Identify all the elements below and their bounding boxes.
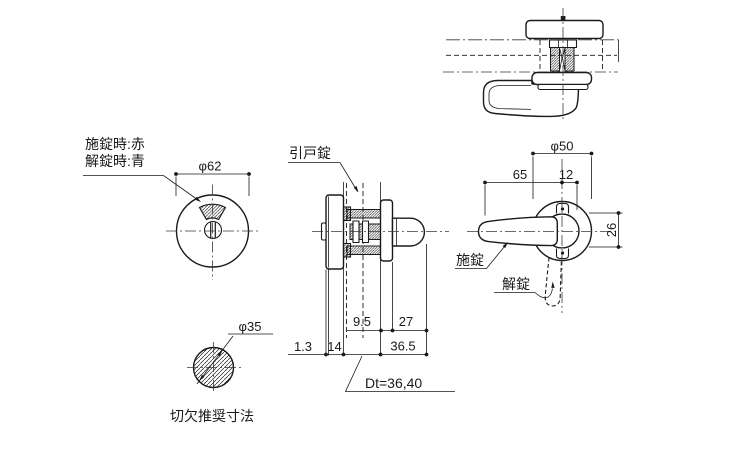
dim-12-label: 12	[559, 167, 573, 182]
screw-bottom-shaft	[346, 245, 381, 255]
unlocked-leader	[494, 288, 553, 299]
dim-1-3-label: 1.3	[294, 339, 312, 354]
note-locked-red: 施錠時:赤	[85, 136, 145, 152]
indicator-front-view: φ62 施錠時:赤 解錠時:青	[83, 136, 260, 280]
thumbturn-plate-section	[379, 199, 394, 262]
plan-view	[443, 8, 619, 120]
dim-27-label: 27	[399, 314, 413, 329]
screw-top-shaft	[346, 209, 381, 219]
spindle-taper-lines	[559, 47, 566, 72]
note-leader-line	[83, 175, 200, 202]
ext-lines-65-12	[484, 185, 578, 216]
indicator-plate-plan	[525, 19, 604, 40]
dim-9-5-label: 9.5	[353, 314, 371, 329]
cutout-view: φ35 切欠推奨寸法	[170, 319, 273, 424]
note-unlocked-blue: 解錠時:青	[85, 153, 145, 169]
emergency-turn-slot	[210, 222, 216, 238]
lock-label-arrow-icon	[353, 186, 359, 193]
locked-label: 施錠	[456, 252, 484, 268]
lever-front-view: φ50 65 12 26 施錠 解錠	[455, 139, 623, 313]
diameter-arrow-lower-icon	[199, 374, 205, 382]
lever-locked-position	[477, 216, 558, 247]
thumbturn-knob-section	[391, 217, 426, 247]
locked-leader	[455, 246, 505, 269]
dim-phi50-label: φ50	[551, 139, 574, 154]
lever-rose-plate-plan	[531, 71, 593, 86]
screw-shaft-plan	[564, 47, 575, 72]
lock-part-label: 引戸錠	[289, 145, 331, 161]
ext-lines-phi62	[175, 176, 250, 196]
dim-14-label: 14	[327, 339, 341, 354]
emergency-turn-circle	[203, 220, 223, 240]
side-section-view: 9.5 27 1.3 14 36.5 Dt=36,40 引戸錠	[288, 145, 455, 392]
cutout-caption: 切欠推奨寸法	[170, 408, 254, 424]
dim-phi35-label: φ35	[239, 319, 262, 334]
dim-phi62-label: φ62	[199, 159, 222, 174]
unlocked-label: 解錠	[502, 276, 530, 292]
lever-inner-contour	[488, 85, 532, 110]
screw-bottom-head	[342, 242, 352, 258]
screw-shaft-plan	[550, 47, 560, 72]
lock-label-leader	[288, 162, 358, 192]
ext-lines-flange	[325, 269, 329, 356]
door-thickness-label: Dt=36,40	[365, 375, 422, 391]
note-leader-arrow-icon	[194, 196, 201, 202]
lever-unlocked-position	[544, 257, 563, 307]
screw-top-head	[342, 206, 352, 222]
dim-26-label: 26	[604, 223, 619, 237]
diameter-arrow-upper-icon	[217, 349, 223, 357]
ext-lines-phi50	[532, 156, 592, 199]
dim-36-5-label: 36.5	[390, 339, 415, 354]
dim-65-label: 65	[513, 167, 527, 182]
door-thickness-leader	[344, 355, 455, 392]
unlocked-arrow-icon	[551, 281, 555, 288]
locked-arrow-icon	[502, 242, 508, 249]
